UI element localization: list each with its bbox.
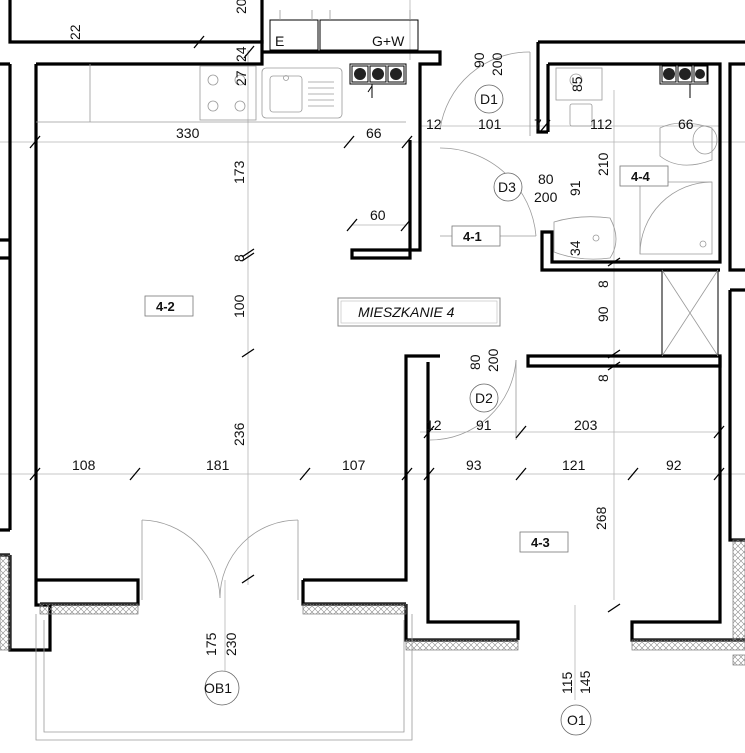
ventilation-ducts: [349, 63, 709, 98]
room-labels: 4-2 4-1 4-3 4-4: [144, 165, 669, 553]
dimension-h_107: 107: [342, 457, 366, 473]
room-label-4-1: 4-1: [463, 229, 482, 244]
dimension-ob1_230: 230: [223, 632, 239, 656]
dimension-d1_200: 200: [489, 52, 505, 76]
dimension-h_203: 203: [574, 417, 598, 433]
room-label-4-4: 4-4: [631, 169, 651, 184]
dimension-h_12a: 12: [426, 116, 442, 132]
dimension-d1_90: 90: [471, 52, 487, 68]
dimension-d2_80: 80: [467, 354, 483, 370]
fixture-gas-water-label: G+W: [372, 33, 405, 49]
dimension-h_108: 108: [72, 457, 96, 473]
dimension-d3_91: 91: [567, 180, 583, 196]
dimension-h_92: 92: [666, 457, 682, 473]
dimension-h_101: 101: [478, 116, 502, 132]
dimension-k_66: 66: [366, 125, 382, 141]
dimension-d3_200: 200: [534, 189, 558, 205]
meter-cabinets: [269, 10, 419, 51]
dimension-h_181: 181: [206, 457, 230, 473]
window-tag-ob1: OB1: [204, 680, 232, 696]
dimension-h_91: 91: [476, 417, 492, 433]
dimension-h_93: 93: [466, 457, 482, 473]
door-tag-d3: D3: [498, 179, 516, 195]
closet: [661, 269, 719, 357]
dimension-o1_145: 145: [577, 670, 593, 694]
window-tag-o1: O1: [567, 712, 586, 728]
dimension-v_173: 173: [231, 160, 247, 184]
door-tag-d2: D2: [475, 390, 493, 406]
walls: [0, 0, 745, 652]
dimension-h_7: 7: [534, 116, 542, 132]
dimension-k_330: 330: [176, 125, 200, 141]
bathroom-fixtures: [553, 67, 718, 260]
dimension-v_236: 236: [231, 422, 247, 446]
kitchen-counter: [36, 64, 406, 123]
dimension-v_268: 268: [593, 506, 609, 530]
dimension-top_20: 20: [233, 0, 249, 14]
dimension-texts: 330 66 60 12 101 7 112 66 80 200 12 91 2…: [72, 116, 694, 473]
dimension-o1_115: 115: [559, 671, 575, 694]
dimension-v_85: 85: [569, 76, 585, 92]
dimension-h_12b: 12: [426, 417, 442, 433]
dimension-lines: [0, 0, 745, 700]
apartment-label: MIESZKANIE 4: [358, 304, 455, 320]
dimension-h_121: 121: [562, 457, 586, 473]
dimension-h_66b: 66: [678, 116, 694, 132]
dimension-d2_200: 200: [485, 348, 501, 372]
dimension-d3_80: 80: [538, 171, 554, 187]
dimension-v_100: 100: [231, 294, 247, 318]
insulation-hatch: [0, 539, 745, 666]
dimension-top_24: 24: [233, 46, 249, 62]
dimension-h_112: 112: [590, 116, 613, 132]
dimension-v_210: 210: [595, 152, 611, 176]
room-label-4-2: 4-2: [156, 299, 175, 314]
dimension-ob1_175: 175: [203, 632, 219, 656]
door-tag-d1: D1: [480, 91, 498, 107]
opening-tags: D1 D3 D2 OB1 O1: [204, 84, 592, 736]
room-label-4-3: 4-3: [531, 535, 550, 550]
balcony: [35, 614, 413, 741]
dimension-v_8b: 8: [595, 374, 611, 382]
fixture-electric-label: E: [275, 33, 284, 49]
dimension-top_27: 27: [233, 70, 249, 86]
dimension-v_90: 90: [595, 306, 611, 322]
dimension-ticks: [29, 35, 725, 613]
dimension-texts-vertical: 22 20 24 27 90 200 85 210 91 34 8 90 8 1…: [67, 0, 611, 694]
dimension-v_8c: 8: [231, 254, 247, 262]
apartment-label-box: [337, 297, 501, 327]
dimension-v_34: 34: [567, 240, 583, 256]
dimension-v_8a: 8: [595, 280, 611, 288]
dimension-top_22: 22: [67, 24, 83, 40]
dimension-k_60: 60: [370, 207, 386, 223]
